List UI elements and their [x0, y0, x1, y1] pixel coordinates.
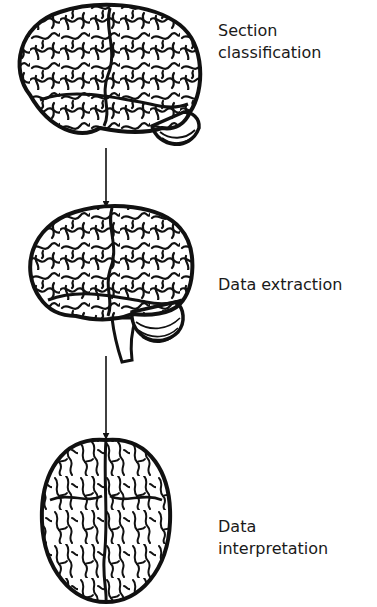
stage-label: Data interpretation [218, 516, 370, 559]
stage-label: Section classification [218, 20, 370, 63]
flow-arrow [105, 356, 107, 439]
brain-top-view [42, 440, 170, 602]
stage-label: Data extraction [218, 274, 342, 296]
brain-lateral-2 [30, 206, 192, 362]
brain-stage-node: Section classification [18, 0, 374, 146]
flow-arrow [105, 148, 107, 207]
brain-lateral-1 [20, 5, 201, 145]
brain-stage-node: Data extraction [18, 208, 370, 354]
brain-stage-node: Data interpretation [18, 440, 374, 605]
